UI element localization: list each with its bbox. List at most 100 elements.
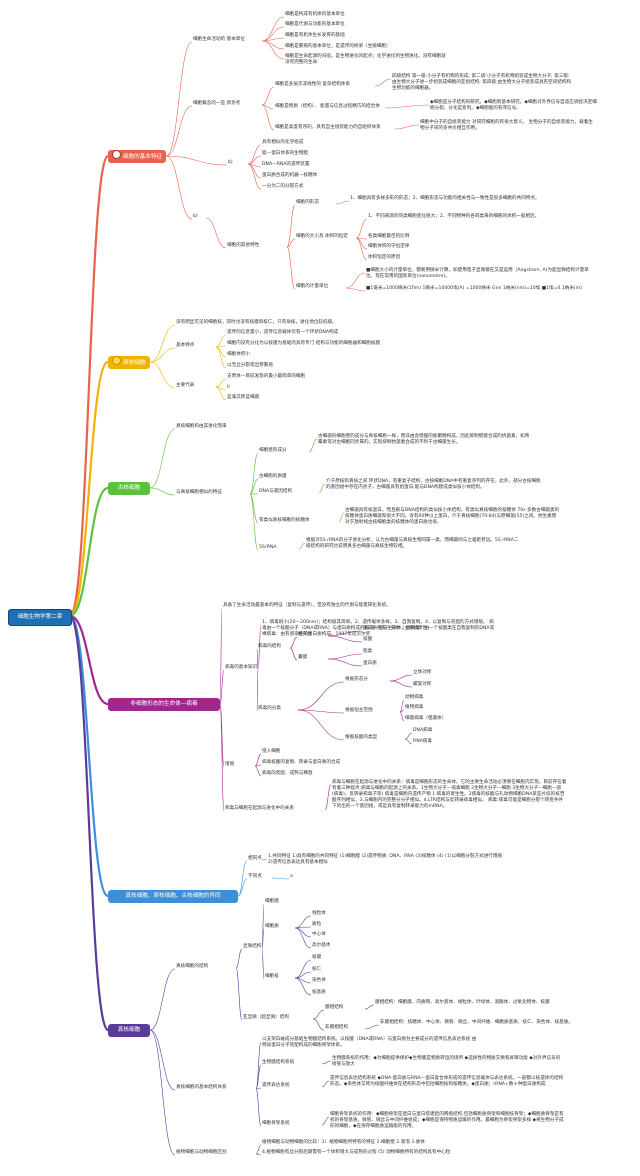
topic-text[interactable]: 介于原核和真核之间 环状DNA，有重复子结构，古核细胞DNA中有重复序列的存在，… [326,479,541,490]
topic-text[interactable]: 脂—蛋白体系的生物膜 [262,151,308,156]
topic-text[interactable]: RNA病毒 [413,739,432,744]
topic-text[interactable]: 核酸 [363,637,373,642]
topic-text[interactable]: 各类细胞最佳的比例 [368,234,410,239]
topic-text[interactable]: ■1毫米=1000微米(1fim) 1微米=10000埃(A) =1000纳米 … [366,286,582,291]
branch-node-4[interactable]: 非细胞形态的生命体—病毒 [108,697,220,711]
topic-text[interactable]: 细胞骨架系统 [262,1121,290,1126]
topic-text[interactable]: 主要代表 [176,383,195,388]
topic-text[interactable]: 真核细胞的结构 [176,964,209,969]
topic-text[interactable]: 细菌病毒（噬菌体） [405,716,447,721]
topic-text[interactable]: 相同点 [248,856,262,861]
topic-text[interactable]: 细胞体积小 [227,352,250,357]
topic-text[interactable]: 膜相结构：细胞膜、内质网、高尔基体、线粒体、叶绿体、溶酶体、过氧化物体、核膜 [375,1000,550,1005]
topic-text[interactable]: 根据宿主范围 [345,708,373,713]
topic-text[interactable]: 高尔基体 [312,943,331,948]
topic-text[interactable]: 1.共同特征 1)具有细胞的共同特征 (1)细胞膜 (2)遗传物质: DNA、R… [268,854,503,865]
topic-text[interactable]: 不同点 [248,874,262,879]
topic-text[interactable]: 细胞是代谢与功能的基本单位 [285,22,345,27]
topic-text[interactable]: 真核细胞和由其进化而来 [176,424,227,429]
topic-text[interactable]: 细胞体积的守恒定律 [368,244,410,249]
topic-text[interactable]: 细胞核 [265,974,279,979]
topic-text[interactable]: 1、不同来源的同类细胞变化很大；2、不同物种的各同类来的细胞的体积一般相近。 [368,214,540,219]
topic-text[interactable]: 蛋白质外壳—壳体（主要抗原性） [363,626,432,631]
topic-text[interactable]: 细胞概念的一些 新思考 [193,101,241,106]
topic-text[interactable]: 基本特点 [176,343,195,348]
topic-text[interactable]: 与真核细胞相似的特征 [176,490,222,495]
topic-text[interactable]: 侵入细胞 [262,749,281,754]
topic-text[interactable]: 根据对5S rRNA的分子进化分析，认为古细菌与真核生物同属一类，而细菌则与之差… [306,538,519,549]
topic-text[interactable]: 一分为二的分裂方式 [262,184,304,189]
topic-text[interactable]: 显微结构 [243,944,262,949]
topic-text[interactable]: 核仁 [312,967,322,972]
topic-text[interactable]: 核壳体 [298,632,312,637]
topic-text[interactable]: 真核细胞的基本结构体系 [176,1085,227,1090]
topic-text[interactable]: 细胞是生命起源的归宿，是生物进化的起点；化学进化到生物进化。没有细胞就没有完整的… [285,54,446,65]
topic-text[interactable]: b) [193,214,198,219]
topic-text[interactable]: DNA与基因结构 [259,489,293,494]
topic-text[interactable]: 生物膜系统的作用：◆为细胞提供保护◆生物膜是物质转运的场所 ◆选择性的物质交换和… [332,1056,561,1067]
topic-text[interactable]: 质粒 [312,922,322,927]
topic-text[interactable]: 四级结构 第一级:小分子有机物的形成; 第二级:小分子有机物组装成生物大分子; … [392,74,572,91]
topic-text[interactable]: II [227,385,230,390]
topic-text[interactable]: 细胞是高度有序的，具有自主组装能力的自组织体系 [275,125,381,130]
topic-text[interactable]: 细胞内没有分化为以核膜为基础的具有专门 结构与功能的细胞器和细胞核膜 [227,341,381,346]
topic-text[interactable]: 细胞膜 [265,899,279,904]
topic-text[interactable]: 根据核酸的类型 [345,735,378,740]
topic-text[interactable]: ◆细胞是分子结构的研究。◆细胞到基本研究。◆细胞对外界信号自适应调控决定细胞分裂… [430,100,597,111]
topic-text[interactable]: 线粒体 [312,911,326,916]
topic-text[interactable]: 1、细胞具有多样多形的形态；2、细胞形态与功能的相关性与一致性是很多细胞的共同特… [350,196,540,201]
topic-text[interactable]: 植物病毒 [405,705,424,710]
topic-text[interactable]: 细胞生命活动的 基本单位 [193,37,245,42]
topic-text[interactable]: 蛋白质 [363,661,377,666]
topic-text[interactable]: 非膜相结构 [325,1025,348,1030]
topic-text[interactable]: 细胞的计量单位 [296,284,329,289]
topic-text[interactable]: 具有相似的化学组成 [262,140,304,145]
topic-text[interactable]: 病毒与细胞在起源与进化中的关系：病毒是细胞形态的生命体。它的主要生命活动必须要在… [332,780,567,809]
topic-text[interactable]: 以支架白破成分基础生物膜结构系统。以核酸（DNA或RNA）与蛋白质为主要成分的遗… [262,1037,477,1048]
topic-text[interactable]: 具备了生命活动最基本的特征（复制与遗传），但没有独立的代谢与能量研化系统。 [223,603,391,608]
topic-text[interactable]: 囊膜 [298,655,308,660]
topic-text[interactable]: 古细菌的细胞壁的成分与真核细胞一样，而非由含壁酸的肽聚糖构成，因此抑制壁能合成的… [318,434,530,445]
topic-text[interactable]: 膜相结构 [325,1005,344,1010]
topic-text[interactable]: 立体对称 [413,670,432,675]
topic-text[interactable]: 细胞的形态 [296,200,319,205]
topic-text[interactable]: 核膜 [312,955,322,960]
topic-text[interactable]: 病毒核酸的复制、转录与蛋白质的合成 [262,760,341,765]
topic-text[interactable]: 有类似真核细胞的核糖体 [259,518,310,523]
topic-text[interactable]: 4.植物细胞有丝分裂后期需有一个体积增大与成熟的过程 (5) 动物细胞特有的结构… [262,1150,451,1155]
topic-text[interactable]: 遗传的信息量小，遗传信息载体仅有一个环状DNA构成 [227,330,339,335]
topic-text[interactable]: 中心体 [312,932,326,937]
topic-text[interactable]: 体积恒定的原因 [368,255,401,260]
topic-text[interactable]: 细胞是有机体生长发育的基础 [285,33,345,38]
topic-text[interactable]: 病毒的装配、成熟与释放 [262,771,313,776]
topic-text[interactable]: 细胞是多层次非线性的 复杂结构体系 [275,82,350,87]
topic-text[interactable]: 生物膜结构系统 [262,1060,295,1065]
topic-text[interactable]: 植物细胞与动物细胞的比较：1）植物细胞所特有的特征 2.细胞壁 2.液泡 3.质… [262,1140,425,1145]
topic-text[interactable]: 细胞质 [265,924,279,929]
topic-text[interactable]: 古细胞的质膜 [259,474,287,479]
topic-text[interactable]: 脂类 [363,649,373,654]
topic-text[interactable]: 支原体—目前发现的最小最简单的细胞 [227,374,306,379]
topic-text[interactable]: 非膜相结构：核糖体、中心体、微管、微丝、中间纤维、细胞质基质、核仁、染色体、核基… [380,1020,573,1025]
topic-text[interactable]: 核基质 [312,990,326,995]
topic-text[interactable]: 没有明显可见的细胞核，同时也没有核膜和核仁，只有拟核，进化地位较低级。 [176,320,337,325]
topic-text[interactable]: 病毒的分类 [258,706,281,711]
topic-text[interactable]: 染色体 [312,978,326,983]
topic-text[interactable]: 细胞是构成有机体的基本单位 [285,12,345,17]
branch-node-1[interactable]: 细胞的基本特征 [108,149,166,163]
topic-text[interactable]: 细胞壁的成分 [259,448,287,453]
topic-text[interactable]: 以无丝分裂或出芽繁殖 [227,363,273,368]
topic-text[interactable]: DNA—RNA的遗传装置 [262,162,310,167]
topic-text[interactable]: 亚显微（超显微）结构 [243,1015,289,1020]
topic-text[interactable]: 古细菌具有核蛋白，而且跟与DNA结构的类似核小体结构，有类似真核细胞的核糖体 7… [345,508,560,525]
topic-text[interactable]: 根据形态分 [345,677,368,682]
topic-text[interactable]: 细胞中分子的自组装能力 对研究细胞的有很大意义。 生物分子的自组装能力，载着生物… [420,120,593,131]
topic-text[interactable]: 螺旋对称 [413,682,432,687]
topic-text[interactable]: 病毒的结构 [258,644,281,649]
topic-text[interactable]: a [290,874,293,879]
topic-text[interactable]: 遗传表达系统 [262,1083,290,1088]
branch-node-5[interactable]: 真核细胞、原核细胞、古核细胞的异同 [108,889,238,903]
topic-text[interactable]: 细胞是繁殖的基本单位，是遗传的桥梁（生殖细胞） [285,44,391,49]
branch-node-2[interactable]: 原核细胞 [108,355,150,369]
branch-node-6[interactable]: 真核细胞 [108,1023,150,1037]
